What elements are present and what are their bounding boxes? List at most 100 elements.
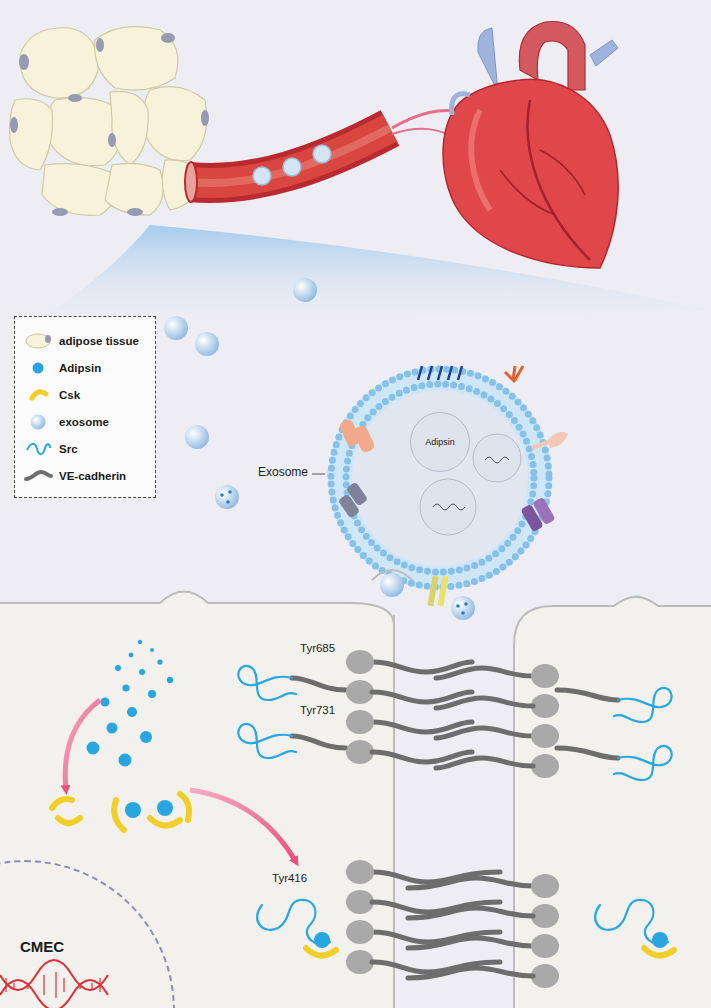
ve-cadherin-domain (346, 710, 374, 734)
membrane-protein (352, 424, 376, 453)
adipsin-dot (228, 490, 232, 494)
ve-cadherin (292, 678, 346, 690)
ve-cadherin (436, 758, 533, 768)
adipsin-swatch (23, 359, 53, 377)
membrane-protein (346, 482, 368, 507)
adipocyte-nucleus (10, 33, 209, 216)
legend-row: adipose tissue (23, 327, 149, 354)
residue-label: Tyr416 (272, 872, 307, 885)
csk-arc (52, 799, 72, 808)
blood-vessel (190, 128, 390, 183)
residue-label: Tyr731 (300, 704, 335, 717)
ve-cadherin (408, 968, 533, 978)
adipose-tissue (42, 164, 116, 216)
ve-cadherin (436, 698, 533, 708)
adipose-tissue (110, 91, 148, 165)
endothelial-cell (514, 597, 711, 1008)
csk-arc (58, 818, 80, 823)
heart (443, 79, 618, 268)
heart (452, 94, 470, 115)
ve-cadherin-domain (346, 920, 374, 944)
heart (540, 150, 585, 195)
pink-arrow (65, 700, 100, 790)
legend-text: Adipsin (59, 362, 101, 374)
membrane-protein (338, 366, 568, 606)
csk-icon (23, 386, 53, 404)
exosome-zoom (433, 504, 465, 510)
exosome-zoom (328, 366, 552, 590)
ve-cadherin-domain (346, 650, 559, 988)
membrane-protein (532, 497, 555, 526)
ve-cadherin-domain (531, 934, 559, 958)
src-icon (23, 440, 53, 458)
adipose-tissue (10, 27, 207, 216)
adipsin-csk-complex (314, 932, 330, 948)
adipose-tissue (10, 99, 53, 170)
src-protein (238, 666, 296, 700)
adipocyte-nucleus (68, 94, 82, 102)
endothelial-cell (0, 592, 394, 1008)
adipose-tissue (143, 87, 206, 161)
adipsin-dot (115, 665, 121, 671)
adipsin-dot (125, 800, 173, 818)
ve-cadherin (408, 878, 533, 888)
src-protein (614, 688, 672, 722)
ve-cadherin-domain (531, 724, 559, 748)
legend-swatch (33, 362, 44, 373)
src-icon (27, 443, 50, 453)
membrane-protein (532, 440, 554, 448)
adipose-icon (45, 335, 51, 343)
ve-cadherin (557, 690, 618, 700)
blood-vessel (190, 128, 390, 183)
exosome (164, 278, 647, 620)
legend-text: Csk (59, 389, 80, 401)
exosome-zoom (352, 390, 528, 566)
dna-helix (0, 960, 108, 1008)
adipocyte-nucleus (10, 117, 18, 133)
legend-text: Src (59, 443, 78, 455)
adipsin-csk-complex (306, 932, 674, 956)
adipsin-dot (140, 731, 152, 743)
exosome-zoom (328, 366, 552, 590)
adipsin-dot (157, 800, 173, 816)
endothelial-cell (0, 592, 711, 1008)
exosome-icon (23, 413, 53, 431)
heart (590, 40, 618, 66)
ve-cadherin-domain (531, 664, 559, 688)
blood-vessel (185, 162, 197, 202)
exosome-zoom (420, 479, 476, 535)
ve-cadherin (436, 668, 533, 678)
adipsin-dot (148, 690, 156, 698)
legend-text: VE-cadherin (59, 470, 126, 482)
adipose-tissue (105, 163, 163, 215)
csk-arc (180, 794, 189, 820)
adipocyte-nucleus (52, 208, 68, 216)
ve-cadherin (292, 662, 618, 948)
adipocyte-nucleus (108, 133, 116, 147)
adipsin-dot (122, 684, 129, 691)
ve-cadherin (557, 748, 618, 758)
legend-row: Adipsin (23, 354, 149, 381)
adipsin-dot (157, 659, 162, 664)
adipose-icon (23, 332, 53, 350)
heart (500, 170, 555, 215)
vesicle: Adipsin (410, 412, 470, 472)
exosome-zoom (346, 384, 534, 572)
adipocyte-nucleus (96, 38, 104, 52)
ve-cadherin (372, 692, 533, 978)
ve-cadherin-icon (26, 472, 51, 479)
pink-arrow (190, 790, 296, 862)
exosome (451, 596, 475, 620)
legend-row: Src (23, 435, 149, 462)
membrane-protein (427, 576, 438, 607)
ve-cadherin-domain (531, 874, 559, 898)
adipsin-csk-complex (652, 932, 668, 948)
exosome (293, 278, 317, 302)
residue-label: Tyr685 (300, 642, 335, 655)
nucleus: CMEC (0, 860, 175, 1008)
exosome (195, 332, 219, 356)
adipsin-dot (226, 500, 230, 504)
membrane-protein (437, 576, 448, 607)
